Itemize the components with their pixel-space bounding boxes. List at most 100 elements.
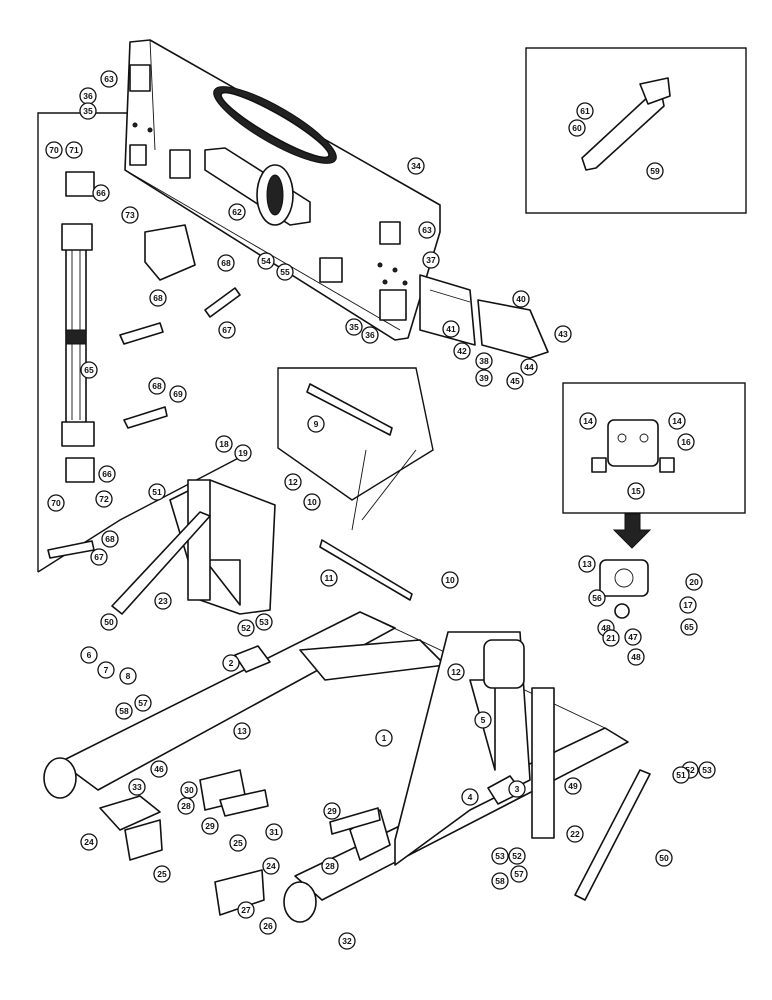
detail-frame-shaft (277, 367, 434, 501)
callout-circle (568, 119, 586, 137)
callout-number: 11 (325, 573, 334, 583)
callout-number: 24 (84, 837, 94, 847)
callout-54: 54 (257, 252, 275, 270)
callout-number: 29 (205, 821, 215, 831)
callout-number: 43 (558, 329, 568, 339)
callout-circle (215, 435, 233, 453)
callout-circle (624, 628, 642, 646)
detail-frame-hub (562, 382, 746, 514)
block-66-upper (65, 171, 95, 197)
callout-number: 36 (365, 330, 375, 340)
callout-45: 45 (506, 372, 524, 390)
callout-number: 65 (84, 365, 94, 375)
callout-26: 26 (259, 917, 277, 935)
callout-43: 43 (554, 325, 572, 343)
callout-31: 31 (265, 823, 283, 841)
callout-circle (461, 788, 479, 806)
callout-circle (276, 263, 294, 281)
callout-number: 18 (219, 439, 229, 449)
callout-number: 12 (288, 477, 298, 487)
callout-number: 2 (229, 658, 234, 668)
callout-number: 45 (510, 376, 520, 386)
callout-35: 35 (345, 318, 363, 336)
callout-number: 22 (570, 829, 580, 839)
callout-number: 67 (94, 552, 104, 562)
callout-number: 57 (514, 869, 524, 879)
callout-circle (80, 646, 98, 664)
callout-circle (422, 251, 440, 269)
callout-number: 42 (457, 346, 467, 356)
callout-circle (474, 711, 492, 729)
callout-20: 20 (685, 573, 703, 591)
callout-number: 61 (580, 106, 590, 116)
callout-number: 54 (261, 256, 271, 266)
callout-circle (153, 865, 171, 883)
callout-68: 68 (148, 377, 166, 395)
callout-60: 60 (568, 119, 586, 137)
leveling-rod-50-left (111, 511, 211, 615)
callout-14: 14 (579, 412, 597, 430)
callout-68: 68 (101, 530, 119, 548)
callout-number: 14 (583, 416, 593, 426)
callout-number: 6 (87, 650, 92, 660)
callout-circle (97, 661, 115, 679)
callout-1: 1 (375, 729, 393, 747)
callout-circle (554, 325, 572, 343)
callout-circle (588, 589, 606, 607)
callout-number: 33 (132, 782, 142, 792)
callout-16: 16 (677, 433, 695, 451)
callout-circle (149, 289, 167, 307)
callout-number: 62 (232, 207, 242, 217)
bracket-24-left (99, 795, 161, 831)
callout-48: 48 (627, 648, 645, 666)
callout-3: 3 (508, 780, 526, 798)
callout-13: 13 (233, 722, 251, 740)
callout-number: 52 (685, 765, 695, 775)
callout-number: 37 (426, 255, 436, 265)
callout-circle (148, 377, 166, 395)
callout-number: 28 (181, 801, 191, 811)
callout-number: 49 (568, 781, 578, 791)
callout-number: 68 (221, 258, 231, 268)
callout-39: 39 (475, 369, 493, 387)
callout-circle (685, 573, 703, 591)
callout-circle (257, 252, 275, 270)
callout-42: 42 (453, 342, 471, 360)
callout-number: 72 (99, 494, 109, 504)
callout-circle (100, 70, 118, 88)
callout-71: 71 (65, 141, 83, 159)
callout-circle (602, 629, 620, 647)
callout-17: 17 (679, 596, 697, 614)
callout-25: 25 (229, 834, 247, 852)
callout-circle (228, 203, 246, 221)
callout-circle (520, 358, 538, 376)
callout-5: 5 (474, 711, 492, 729)
callout-circle (284, 473, 302, 491)
callout-circle (128, 778, 146, 796)
callout-circle (100, 613, 118, 631)
cutting-edge-plates (419, 274, 549, 359)
callout-circle (255, 613, 273, 631)
callout-number: 68 (152, 381, 162, 391)
callout-number: 50 (659, 853, 669, 863)
callout-number: 52 (241, 623, 251, 633)
callout-number: 14 (672, 416, 682, 426)
callout-number: 35 (83, 106, 93, 116)
callout-53: 53 (491, 847, 509, 865)
callout-circle (407, 157, 425, 175)
callout-2: 2 (222, 654, 240, 672)
callout-18: 18 (215, 435, 233, 453)
callout-circle (79, 102, 97, 120)
callout-number: 39 (479, 373, 489, 383)
callout-8: 8 (119, 667, 137, 685)
callout-circle (265, 823, 283, 841)
callout-29: 29 (323, 802, 341, 820)
callout-number: 48 (601, 623, 611, 633)
callout-number: 65 (684, 622, 694, 632)
callout-number: 10 (445, 575, 455, 585)
callout-36: 36 (361, 326, 379, 344)
callout-41: 41 (442, 320, 460, 338)
callout-63: 63 (418, 221, 436, 239)
callout-circle (506, 372, 524, 390)
